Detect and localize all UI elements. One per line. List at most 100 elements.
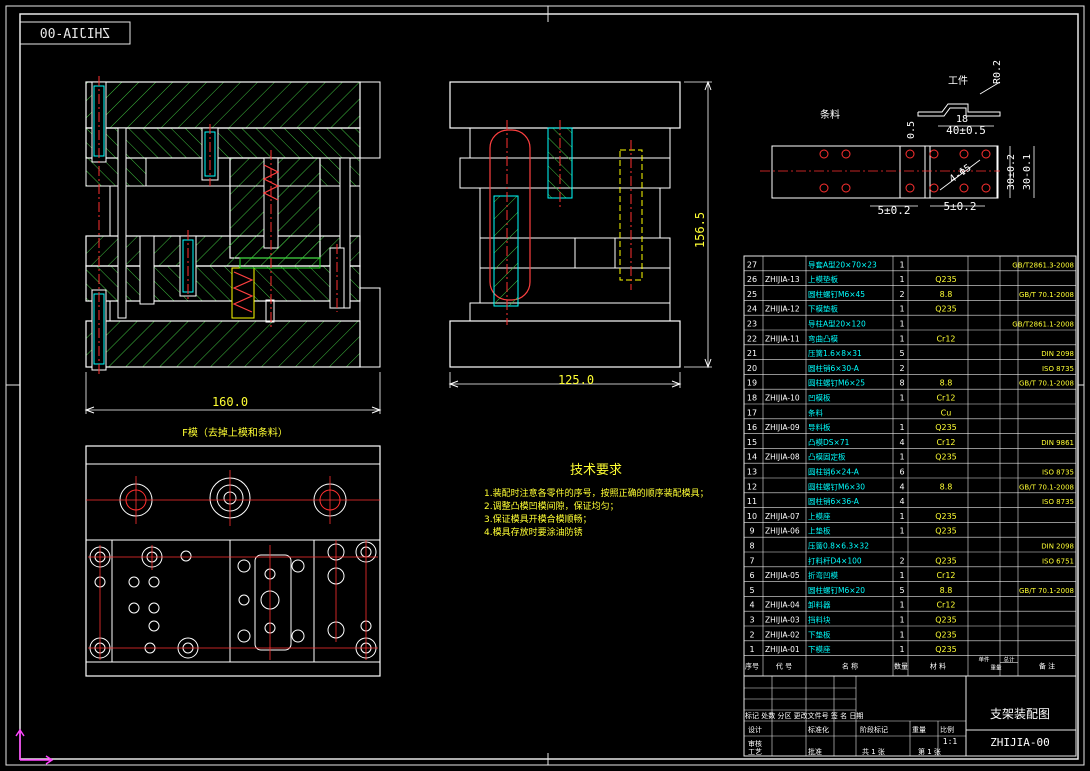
- bom-cell-code: ZHIJIA-10: [765, 394, 800, 403]
- dim-strip-w2: 30-0.1: [1022, 154, 1033, 190]
- bom-cell-name: 下垫板: [808, 629, 831, 639]
- bom-cell-no: 14: [747, 453, 757, 462]
- bom-cell-no: 5: [749, 586, 754, 595]
- bom-cell-std: GB/T 70.1-2008: [1019, 380, 1074, 388]
- bom-cell-qty: 4: [899, 497, 904, 506]
- bom-cell-no: 13: [747, 468, 757, 477]
- tech-item-1: 1.装配时注意各零件的序号，按照正确的顺序装配模具；: [484, 487, 709, 499]
- dim-part-thick: 0.5: [906, 121, 917, 139]
- title-sheet: 第 1 张: [918, 747, 941, 756]
- bom-cell-std: DIN 2098: [1041, 350, 1074, 358]
- bom-cell-std: ISO 8735: [1042, 365, 1074, 373]
- bom-cell-std: DIN 2098: [1041, 543, 1074, 551]
- bom-cell-no: 12: [747, 482, 757, 491]
- bom-cell-std: GB/T 70.1-2008: [1019, 587, 1074, 595]
- bom-cell-qty: 1: [899, 394, 904, 403]
- bom-cell-qty: 1: [899, 616, 904, 625]
- plan-view-title: F模（去掉上模和条料）: [182, 426, 288, 439]
- bom-cell-code: ZHIJIA-12: [765, 305, 800, 314]
- bom-cell-material: Cr12: [936, 571, 955, 580]
- bom-cell-code: ZHIJIA-02: [765, 630, 800, 639]
- side-view: [448, 80, 712, 388]
- bom-cell-no: 4: [749, 601, 754, 610]
- bom-cell-qty: 2: [899, 364, 904, 373]
- title-scale: 比例: [940, 725, 954, 734]
- bom-cell-name: 导柱A型20×120: [808, 319, 866, 329]
- bom-cell-material: Q235: [935, 645, 957, 654]
- tech-requirements: 技术要求 1.装配时注意各零件的序号，按照正确的顺序装配模具； 2.调整凸模凹模…: [484, 463, 709, 538]
- bom-cell-no: 1: [749, 645, 754, 654]
- bom-header-single: 单件: [978, 656, 990, 664]
- title-weight: 重量: [912, 726, 926, 734]
- bom-cell-name: 下模座: [808, 644, 831, 654]
- code-stamp: ZHIJIA-00: [19, 21, 131, 45]
- bom-cell-name: 压簧1.6×8×31: [808, 348, 862, 358]
- bom-cell-material: Cu: [941, 408, 952, 417]
- strip-layout: 条料: [760, 108, 1035, 207]
- bom-cell-name: 圆柱销6×24-A: [808, 467, 860, 477]
- bom-cell-no: 7: [749, 556, 754, 565]
- bom-cell-code: ZHIJIA-08: [765, 453, 800, 462]
- bom-cell-no: 23: [747, 320, 757, 329]
- bom-cell-no: 24: [747, 305, 757, 314]
- title-scale-value: 1:1: [943, 737, 958, 746]
- drawing-number: ZHIJIA-00: [990, 736, 1050, 749]
- title-approve: 批准: [808, 747, 822, 756]
- bom-cell-name: 弯曲凸模: [808, 333, 838, 343]
- title-block: [743, 675, 1077, 757]
- plan-view: [85, 445, 381, 677]
- bom-cell-name: 折弯凹模: [808, 570, 838, 580]
- bom-header-remark: 备 注: [1039, 662, 1055, 671]
- title-mark-row: 标记 处数 分区 更改文件号 签 名 日期: [745, 711, 863, 720]
- bom-cell-code: ZHIJIA-05: [765, 571, 800, 580]
- bom-cell-material: Q235: [935, 453, 957, 462]
- bom-header-no: 序号: [745, 662, 759, 671]
- bom-cell-no: 6: [749, 571, 754, 580]
- bom-cell-no: 3: [749, 616, 754, 625]
- bom-cell-material: Q235: [935, 512, 957, 521]
- bom-cell-qty: 6: [899, 468, 904, 477]
- bom-cell-qty: 1: [899, 571, 904, 580]
- bom-cell-std: ISO 8735: [1042, 498, 1074, 506]
- bom-cell-material: Cr12: [936, 394, 955, 403]
- bom-cell-no: 19: [747, 379, 757, 388]
- bom-cell-std: GB/T 70.1-2008: [1019, 483, 1074, 491]
- bom-cell-code: ZHIJIA-06: [765, 527, 800, 536]
- tech-item-3: 3.保证模具开模合模顺畅；: [484, 513, 592, 525]
- bom-cell-name: 条料: [808, 407, 823, 417]
- drawing-frame: [5, 5, 1085, 766]
- bom-cell-std: GB/T 70.1-2008: [1019, 291, 1074, 299]
- bom-cell-no: 22: [747, 334, 757, 343]
- bom-cell-name: 圆柱销6×30-A: [808, 363, 860, 373]
- bom-cell-name: 打料杆D4×100: [808, 555, 862, 565]
- title-stage: 阶段标记: [860, 725, 888, 734]
- code-stamp-text: ZHIJIA-00: [40, 27, 110, 42]
- bom-header-material: 材 料: [930, 662, 946, 671]
- bom-cell-qty: 1: [899, 527, 904, 536]
- dim-part-r: R0.2: [992, 60, 1003, 84]
- bom-cell-name: 圆柱螺钉M6×25: [808, 378, 865, 388]
- bom-cell-std: GB/T2861.1-2008: [1012, 321, 1074, 329]
- plan-holes: [89, 541, 377, 659]
- front-section-view: [84, 76, 382, 414]
- bom-cell-qty: 1: [899, 645, 904, 654]
- bom-header-total: 总计: [1003, 656, 1015, 664]
- dim-part-width: 40±0.5: [946, 124, 986, 137]
- part-view: 工件: [917, 75, 1001, 127]
- bom-cell-qty: 8: [899, 379, 904, 388]
- tech-item-4: 4.模具存放时要涂油防锈: [484, 526, 583, 538]
- bom-cell-code: ZHIJIA-04: [765, 601, 800, 610]
- bom-cell-qty: 1: [899, 275, 904, 284]
- bom-cell-name: 圆柱销6×36-A: [808, 496, 860, 506]
- bom-cell-material: Q235: [935, 527, 957, 536]
- bom-cell-name: 压簧0.8×6.3×32: [808, 541, 869, 551]
- bom-cell-no: 2: [749, 630, 754, 639]
- bom-cell-name: 上模座: [808, 511, 831, 521]
- bom-cell-no: 17: [747, 408, 757, 417]
- tech-item-2: 2.调整凸模凹模间隙，保证均匀；: [484, 500, 619, 512]
- bom-cell-no: 11: [747, 497, 757, 506]
- dim-side-height: 156.5: [693, 212, 707, 248]
- bom-cell-qty: 4: [899, 482, 904, 491]
- bom-cell-code: ZHIJIA-01: [765, 645, 800, 654]
- bom-cell-qty: 1: [899, 512, 904, 521]
